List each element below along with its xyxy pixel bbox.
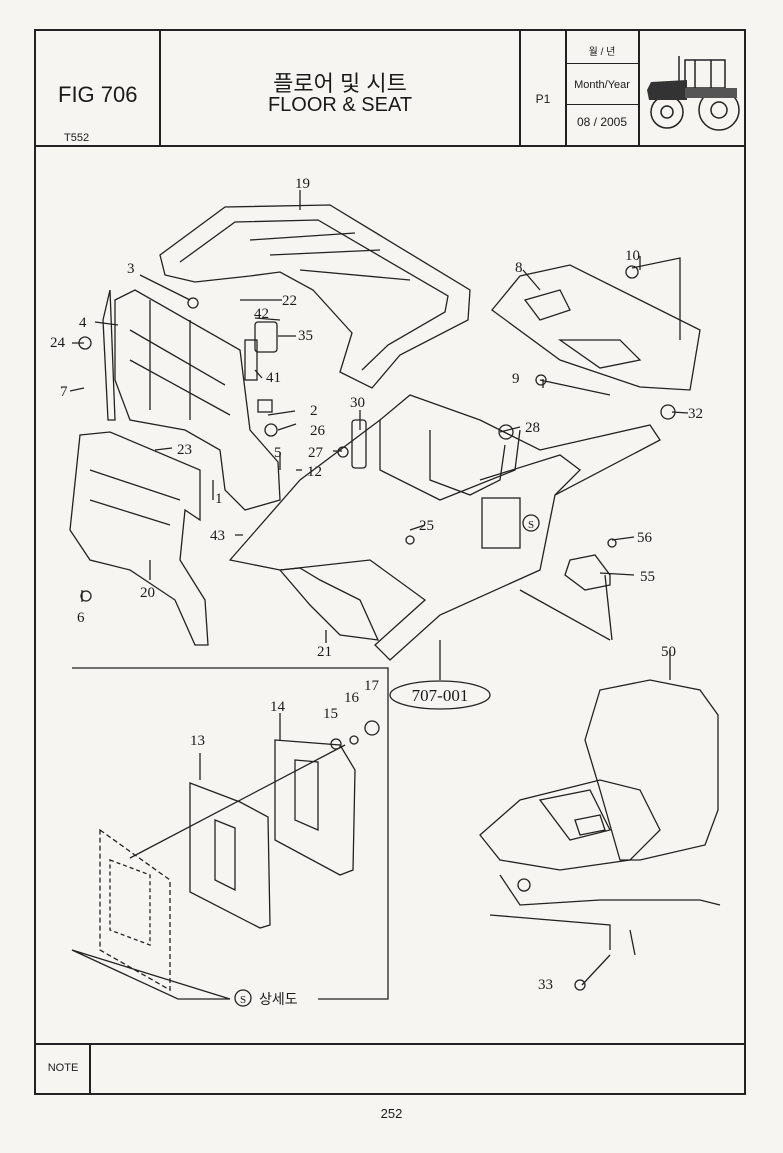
- callout: 5: [274, 445, 282, 461]
- title-korean: 플로어 및 시트: [273, 71, 407, 96]
- callout: 12: [307, 464, 322, 480]
- detail-frame-outline: [71, 667, 389, 1000]
- callout: 3: [127, 261, 135, 277]
- callout: 7: [60, 384, 68, 400]
- callout: 17: [364, 678, 380, 694]
- date-cell-divider: [566, 104, 638, 105]
- detail-marker: S: [528, 519, 534, 531]
- detail-caption-marker: S: [240, 994, 246, 1006]
- callout: 24: [50, 335, 66, 351]
- callout: 55: [640, 569, 655, 585]
- callout: 27: [308, 445, 324, 461]
- assembly-ref-oval: [389, 680, 491, 710]
- callout: 42: [254, 306, 269, 322]
- assembly-ref: 707-001: [412, 686, 469, 705]
- date-label-english: Month/Year: [574, 79, 630, 91]
- note-label: NOTE: [47, 1062, 79, 1074]
- floor-seat-exploded-diagram: 19 3 22 42 35 4 24 7 41 8 10 9 32 30 28 …: [50, 176, 721, 1008]
- seat-outline: [584, 679, 719, 861]
- mat-21-outline: [278, 567, 380, 641]
- figure-number: FIG 706: [58, 82, 138, 107]
- callout: 6: [77, 610, 85, 626]
- header-divider: [34, 145, 746, 147]
- part-callouts: 19 3 22 42 35 4 24 7 41 8 10 9 32 30 28 …: [50, 176, 703, 993]
- callout: 26: [310, 423, 326, 439]
- detail-caption: 상세도: [259, 992, 298, 1008]
- header-separator: [565, 29, 567, 146]
- page-code: P1: [535, 92, 551, 106]
- date-value: 08 / 2005: [576, 115, 628, 129]
- lower-panel-outline: [69, 431, 209, 646]
- callout: 28: [525, 420, 540, 436]
- rear-cover-outline: [491, 264, 701, 391]
- callout: 35: [298, 328, 313, 344]
- floor-mat-outline: [159, 204, 471, 389]
- page-frame: [34, 29, 746, 1095]
- callout: 22: [282, 293, 297, 309]
- header-separator: [159, 29, 161, 146]
- callout: 20: [140, 585, 155, 601]
- callout: 21: [317, 644, 332, 660]
- callout: 9: [512, 371, 520, 387]
- callout: 1: [215, 491, 223, 507]
- header-separator: [519, 29, 521, 146]
- front-panel-outline: [114, 289, 281, 511]
- callout: 25: [419, 518, 434, 534]
- callout: 30: [350, 395, 365, 411]
- callout: 19: [295, 176, 310, 192]
- callout: 2: [310, 403, 318, 419]
- callout: 8: [515, 260, 523, 276]
- callout: 33: [538, 977, 553, 993]
- note-separator: [89, 1043, 91, 1095]
- callout: 4: [79, 315, 87, 331]
- callout: 16: [344, 690, 360, 706]
- page-number: 252: [380, 1106, 403, 1121]
- model-code: T552: [64, 132, 90, 144]
- cab-frame-outline: [228, 394, 661, 661]
- date-cell-divider: [566, 63, 638, 64]
- callout: 32: [688, 406, 703, 422]
- note-divider: [34, 1043, 746, 1045]
- header-separator: [638, 29, 640, 146]
- callout: 13: [190, 733, 205, 749]
- callout: 23: [177, 442, 192, 458]
- callout: 56: [637, 530, 653, 546]
- callout: 15: [323, 706, 338, 722]
- callout: 41: [266, 370, 281, 386]
- date-label-korean: 월 / 년: [588, 47, 616, 58]
- title-english: FLOOR & SEAT: [267, 94, 413, 116]
- callout: 43: [210, 528, 225, 544]
- tractor-icon: [647, 56, 740, 131]
- detail-marker-circle: [234, 989, 252, 1007]
- callout: 14: [270, 699, 286, 715]
- callout: 10: [625, 248, 640, 264]
- callout: 50: [661, 644, 676, 660]
